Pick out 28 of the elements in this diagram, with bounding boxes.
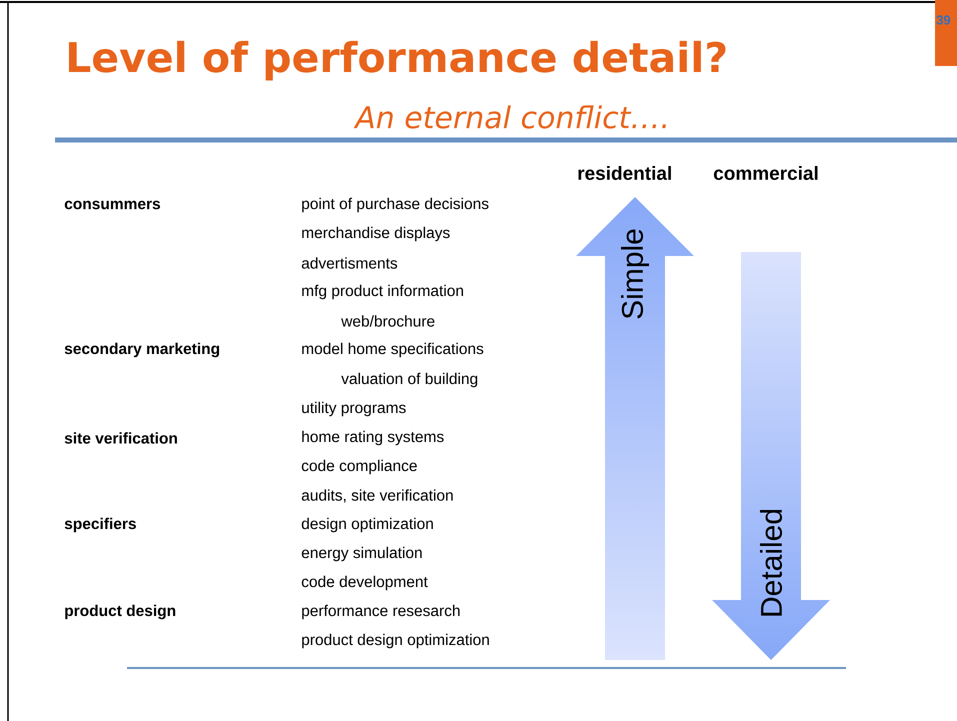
category-label: specifiers (64, 518, 136, 532)
category-label: secondary marketing (64, 342, 220, 358)
list-item: point of purchase decisions (302, 198, 488, 212)
list-item: utility programs (302, 402, 406, 416)
column-header: residential (578, 166, 671, 180)
list-item: audits, site verification (302, 489, 453, 503)
block-arrow: Simple (621, 230, 649, 318)
slide-number-badge: 39 (935, 0, 957, 66)
list-item: energy simulation (302, 546, 422, 562)
list-item: home rating systems (302, 430, 444, 446)
list-item: web/brochure (341, 315, 434, 327)
title: Level of performance detail? (68, 40, 726, 81)
list-item: performance resesarch (302, 604, 460, 620)
list-item: advertisments (302, 257, 398, 269)
list-item: product design optimization (302, 634, 489, 648)
column-header: commercial (714, 166, 818, 180)
category-label: product design (65, 604, 176, 620)
list-item: model home specifications (302, 342, 484, 358)
subtitle: An eternal conflict…. (354, 105, 666, 129)
category-label: site verification (64, 432, 177, 444)
category-label: consummers (64, 200, 160, 210)
list-item: code compliance (302, 460, 417, 474)
list-item: design optimization (302, 518, 433, 532)
list-item: mfg product information (302, 284, 463, 300)
block-arrow: Detailed (760, 510, 782, 616)
list-item: valuation of building (341, 372, 478, 388)
list-item: merchandise displays (302, 226, 450, 242)
list-item: code development (302, 576, 428, 590)
